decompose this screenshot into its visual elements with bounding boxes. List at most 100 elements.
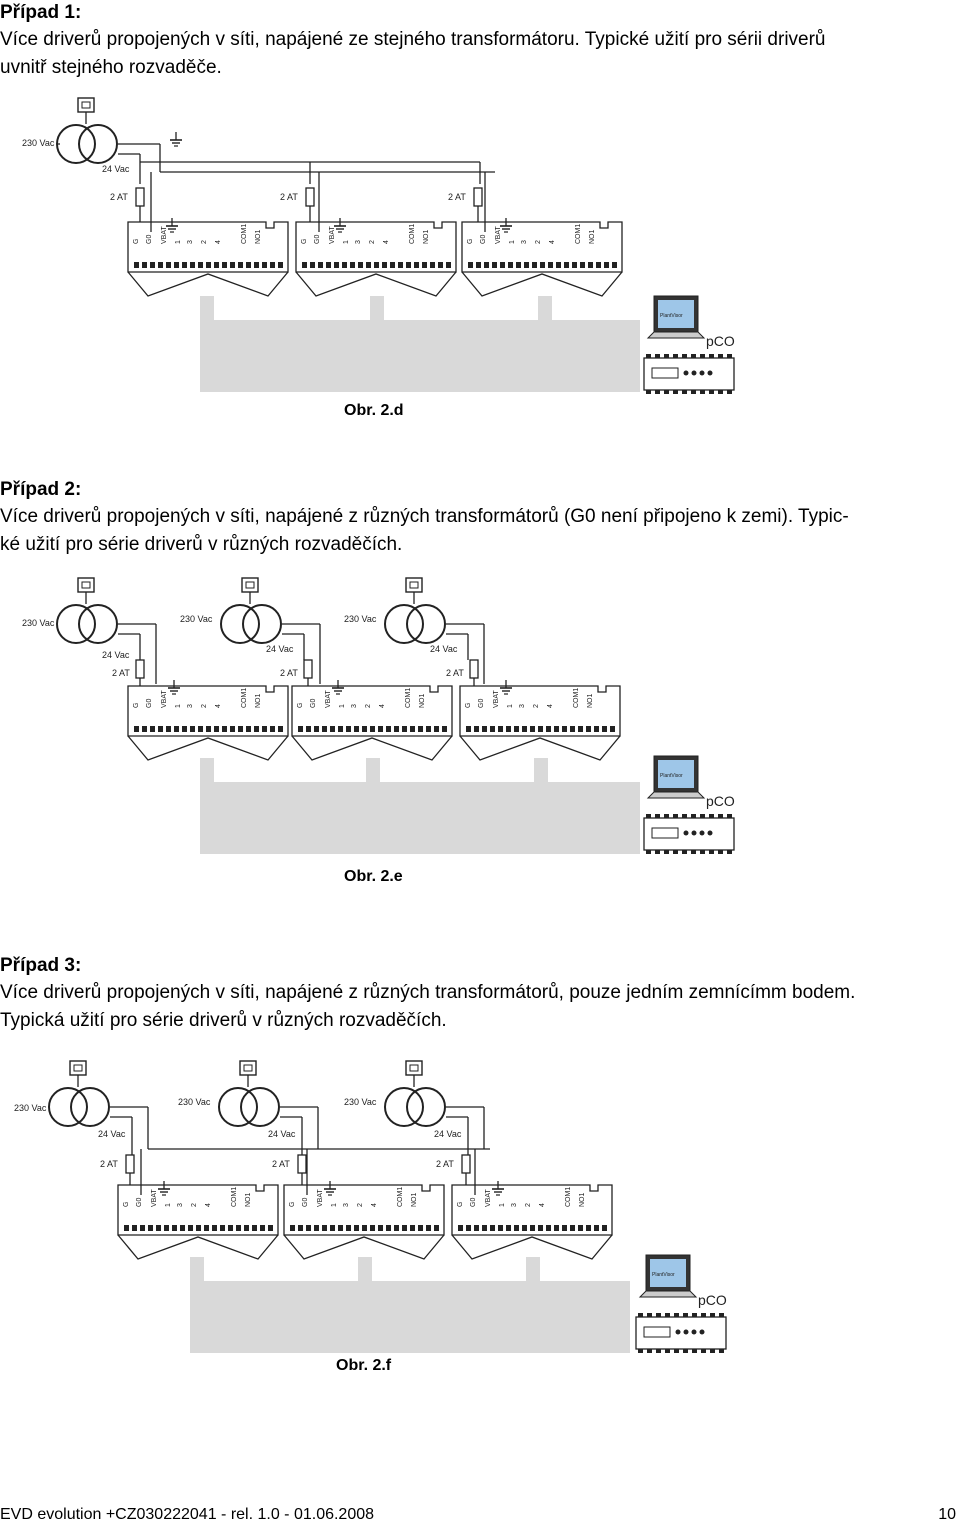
terminal-pin xyxy=(158,262,163,268)
pco-pin xyxy=(673,814,678,818)
pco-pin xyxy=(682,850,687,854)
terminal-label: 4 xyxy=(215,704,222,708)
label-230vac: 230 Vac xyxy=(22,138,55,148)
terminal-label: 1 xyxy=(165,1203,172,1207)
terminal-pin xyxy=(246,262,251,268)
terminal-pin xyxy=(198,726,203,732)
terminal-label: 4 xyxy=(215,240,222,244)
terminal-pin xyxy=(538,726,543,732)
terminal-label: NO1 xyxy=(423,230,430,245)
terminal-pin xyxy=(538,1225,543,1231)
terminal-label: 4 xyxy=(547,704,554,708)
pco-button xyxy=(699,370,705,376)
terminal-label: G xyxy=(297,703,304,708)
terminal-pin xyxy=(586,726,591,732)
label-fuse: 2 AT xyxy=(272,1159,290,1169)
transformer-coil xyxy=(70,1087,110,1127)
terminal-pin xyxy=(318,262,323,268)
transformer-coil xyxy=(384,1087,424,1127)
pco-pin xyxy=(656,1313,661,1317)
terminal-label: G xyxy=(133,703,140,708)
driver-body xyxy=(117,1184,279,1236)
pco-button xyxy=(683,1329,689,1335)
driver-body xyxy=(295,221,457,273)
pco-pin xyxy=(655,354,660,358)
label-fuse: 2 AT xyxy=(436,1159,454,1169)
pco-pin xyxy=(638,1313,643,1317)
terminal-pin xyxy=(594,726,599,732)
laptop-screen-text: PlantVisor xyxy=(652,1272,675,1278)
terminal-pin xyxy=(398,262,403,268)
transformer-coil xyxy=(242,604,282,644)
terminal-label: VBAT xyxy=(493,690,500,708)
terminal-label: NO1 xyxy=(411,1193,418,1208)
terminal-label: VBAT xyxy=(317,1189,324,1207)
pco-pin xyxy=(655,814,660,818)
terminal-label: NO1 xyxy=(255,694,262,709)
network-bus-drop xyxy=(200,296,214,322)
terminal-label: 3 xyxy=(177,1203,184,1207)
terminal-pin xyxy=(434,1225,439,1231)
pco-pin xyxy=(647,1349,652,1353)
transformer-coil xyxy=(56,604,96,644)
terminal-label: 4 xyxy=(205,1203,212,1207)
pco-pin xyxy=(719,1313,724,1317)
terminal-pin xyxy=(366,262,371,268)
driver-body xyxy=(459,685,621,737)
pco-pin xyxy=(718,814,723,818)
terminal-pin xyxy=(434,726,439,732)
terminal-pin xyxy=(314,726,319,732)
label-fuse: 2 AT xyxy=(100,1159,118,1169)
pco-button xyxy=(707,830,713,836)
terminal-pin xyxy=(554,726,559,732)
pco-pin xyxy=(692,1313,697,1317)
terminal-pin xyxy=(252,1225,257,1231)
fuse xyxy=(297,1154,307,1174)
terminal-label: VBAT xyxy=(161,690,168,708)
terminal-pin xyxy=(402,1225,407,1231)
terminal-label: COM1 xyxy=(231,1187,238,1207)
transformer-coil xyxy=(78,124,118,164)
driver-body xyxy=(451,1184,613,1236)
terminal-pin xyxy=(418,1225,423,1231)
terminal-pin xyxy=(142,262,147,268)
terminal-pin xyxy=(414,262,419,268)
terminal-pin xyxy=(602,726,607,732)
terminal-label: 1 xyxy=(507,704,514,708)
terminal-label: 2 xyxy=(525,1203,532,1207)
terminal-label: 3 xyxy=(187,240,194,244)
figure-2f-caption: Obr. 2.f xyxy=(336,1357,392,1374)
terminal-pin xyxy=(442,726,447,732)
double-insulation-icon xyxy=(239,1060,257,1076)
transformer-coil xyxy=(240,1087,280,1127)
laptop-display xyxy=(658,300,694,328)
network-bus-drop xyxy=(534,758,548,784)
terminal-pin xyxy=(172,1225,177,1231)
terminal-pin xyxy=(604,262,609,268)
terminal-pin xyxy=(362,726,367,732)
laptop-base xyxy=(638,1290,698,1298)
terminal-label: 4 xyxy=(539,1203,546,1207)
terminal-pin xyxy=(334,262,339,268)
terminal-pin xyxy=(482,1225,487,1231)
terminal-pin xyxy=(572,262,577,268)
pco-pin xyxy=(665,1313,670,1317)
transformer-coil xyxy=(56,124,96,164)
terminal-pin xyxy=(158,726,163,732)
pco-pin xyxy=(718,850,723,854)
terminal-label: 1 xyxy=(499,1203,506,1207)
pco-button xyxy=(691,1329,697,1335)
label-230vac: 230 Vac xyxy=(14,1103,47,1113)
terminal-pin xyxy=(206,726,211,732)
pco-pin xyxy=(673,850,678,854)
pco-pin xyxy=(664,390,669,394)
case3-text-line2: Typická užití pro série driverů v různýc… xyxy=(0,1010,447,1031)
terminal-pin xyxy=(342,262,347,268)
double-insulation-icon-inner xyxy=(243,1064,253,1072)
pco-label: pCO xyxy=(698,1292,727,1308)
terminal-pin xyxy=(238,726,243,732)
label-fuse: 2 AT xyxy=(112,668,130,678)
pco-pin xyxy=(646,390,651,394)
fuse xyxy=(135,187,145,207)
